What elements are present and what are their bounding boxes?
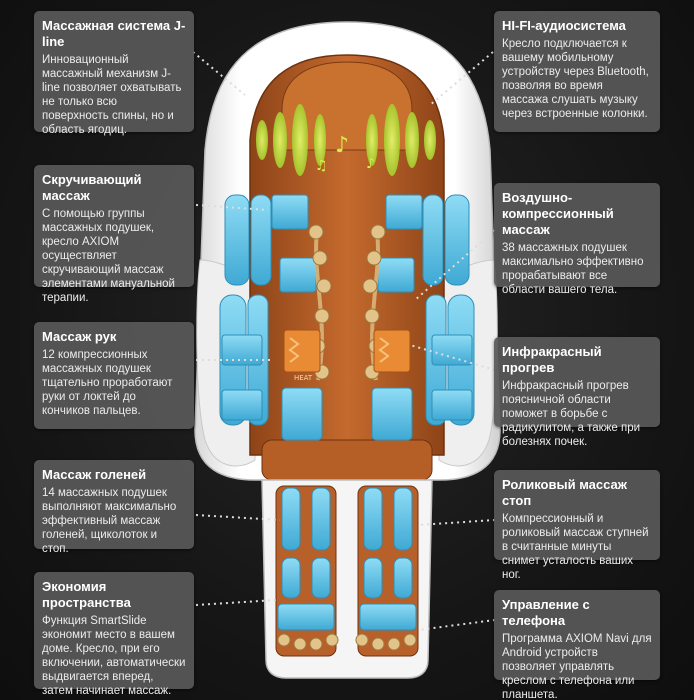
music-note-icons: ♪ ♫ ♪ <box>315 133 375 174</box>
card-space-title: Экономия пространства <box>42 579 131 610</box>
infrared-heat-zone: HEAT <box>283 329 411 382</box>
svg-text:♪: ♪ <box>335 133 349 158</box>
card-air-title: Воздушно-компрессионный массаж <box>502 190 614 237</box>
card-space: Экономия пространства Функция SmartSlide… <box>34 572 194 697</box>
headrest <box>281 61 413 151</box>
foot-rollers <box>277 633 417 651</box>
audio-waves <box>256 104 436 176</box>
card-air: Воздушно-компрессионный массаж 38 массаж… <box>494 183 660 296</box>
card-twist: Скручивающий массаж С помощью группы мас… <box>34 165 194 304</box>
card-twist-title: Скручивающий массаж <box>42 172 142 203</box>
card-space-text: Функция SmartSlide экономит место в ваше… <box>42 615 186 697</box>
card-hifi: HI-FI-аудиосистема Кресло подключается к… <box>494 11 660 132</box>
card-hifi-title: HI-FI-аудиосистема <box>502 18 626 33</box>
svg-text:♫: ♫ <box>315 158 328 174</box>
card-roller: Роликовый массаж стоп Компрессионный и р… <box>494 470 660 581</box>
svg-text:♪: ♪ <box>366 156 375 172</box>
card-phone-title: Управление с телефона <box>502 597 590 628</box>
card-twist-text: С помощью группы массажных подушек, крес… <box>42 208 175 304</box>
card-legs: Массаж голеней 14 массажных подушек выпо… <box>34 460 194 555</box>
card-infrared: Инфракрасный прогрев Инфракрасный прогре… <box>494 337 660 448</box>
card-legs-title: Массаж голеней <box>42 467 147 482</box>
card-infrared-title: Инфракрасный прогрев <box>502 344 602 375</box>
roller-track <box>314 224 380 381</box>
card-roller-title: Роликовый массаж стоп <box>502 477 627 508</box>
card-infrared-text: Инфракрасный прогрев поясничной области … <box>502 380 641 448</box>
card-phone-text: Программа AXIOM Navi для Android устройс… <box>502 633 652 700</box>
airbag-pads <box>219 194 475 631</box>
card-arms-title: Массаж рук <box>42 329 117 344</box>
card-roller-text: Компрессионный и роликовый массаж ступне… <box>502 513 649 581</box>
heat-label: HEAT <box>294 374 313 382</box>
card-jline-text: Инновационный массажный механизм J-line … <box>42 54 182 136</box>
card-jline: Массажная система J-line Инновационный м… <box>34 11 194 136</box>
card-arms: Массаж рук 12 компрессионных массажных п… <box>34 322 194 429</box>
seat-cushion <box>261 439 433 481</box>
massage-rollers <box>308 224 386 380</box>
card-hifi-text: Кресло подключается к вашему мобильному … <box>502 38 649 120</box>
card-arms-text: 12 компрессионных массажных подушек тщат… <box>42 349 173 417</box>
card-legs-text: 14 массажных подушек выполняют максималь… <box>42 487 177 555</box>
connector-lines <box>192 51 496 631</box>
card-phone: Управление с телефона Программа AXIOM Na… <box>494 590 660 700</box>
card-jline-title: Массажная система J-line <box>42 18 186 49</box>
card-air-text: 38 массажных подушек максимально эффекти… <box>502 242 644 296</box>
